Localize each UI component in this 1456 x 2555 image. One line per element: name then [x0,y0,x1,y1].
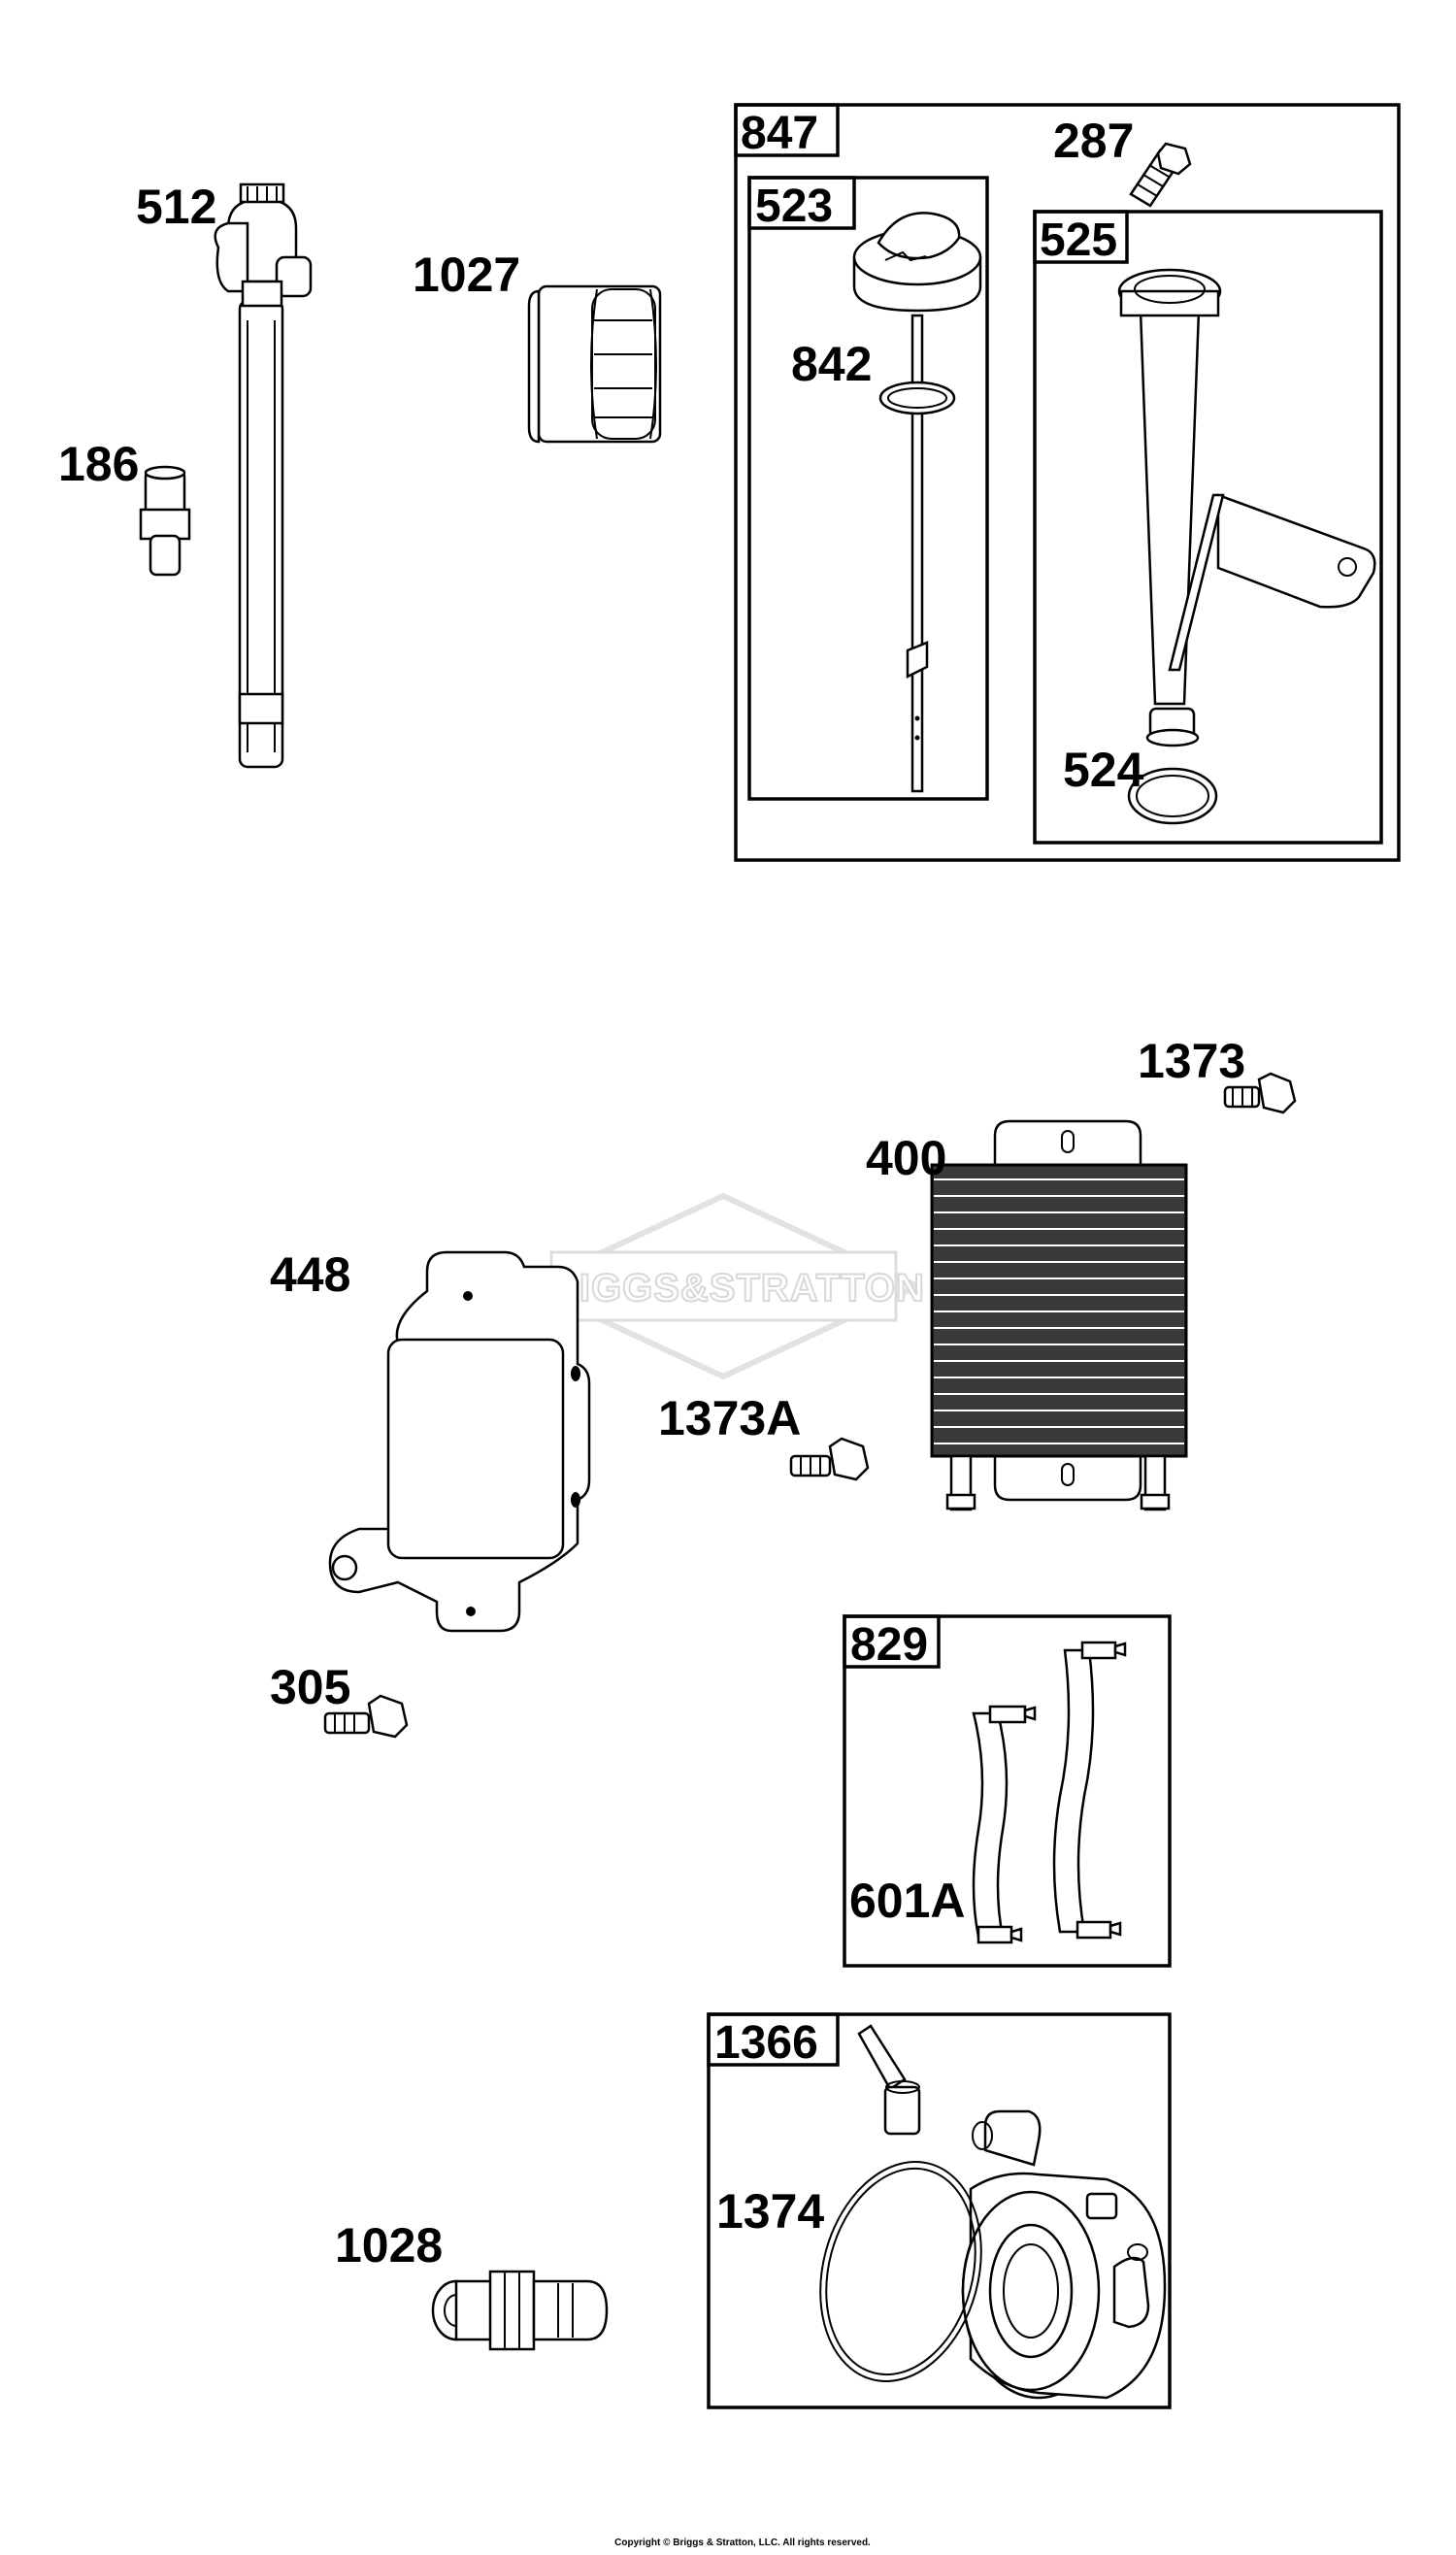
label-601A: 601A [849,1874,966,1928]
label-524: 524 [1063,743,1144,797]
label-186: 186 [58,437,139,491]
part-523-dipstick-cap [852,212,982,313]
part-512-dipstick-tube [214,182,313,769]
part-1374-o-ring [819,2161,982,2382]
part-1366-adapter [961,2109,1167,2400]
part-186-fitting [139,465,191,577]
label-287: 287 [1053,114,1134,168]
label-1027: 1027 [413,248,520,302]
part-400-oil-cooler [930,1119,1188,1511]
part-dipstick-rod [906,314,929,793]
label-829: 829 [850,1619,928,1671]
label-842: 842 [791,337,872,391]
label-525: 525 [1040,215,1117,266]
part-1027-oil-filter [527,284,662,444]
label-512: 512 [136,180,216,234]
label-448: 448 [270,1247,350,1302]
part-1373A-bolt [789,1437,870,1481]
part-842-o-ring [878,381,956,415]
part-1373-bolt [1223,1072,1297,1114]
part-524-seal [1127,767,1218,825]
part-1028-fitting [431,2270,609,2351]
watermark-text: BRIGGS&STRATTON [521,1267,925,1310]
label-523: 523 [755,181,833,232]
kit-847-frame: 847 523 525 [734,103,1401,862]
copyright-text: Copyright © Briggs & Stratton, LLC. All … [614,2538,871,2548]
label-1373A: 1373A [658,1391,801,1445]
part-525-oil-fill-tube [1117,268,1376,747]
label-847: 847 [741,108,818,159]
part-287-screw [1129,142,1192,208]
kit-829-frame: 829 [843,1614,1172,1968]
label-305: 305 [270,1660,350,1714]
part-601A-hoses [972,1641,1127,1944]
label-1366: 1366 [714,2017,818,2069]
label-400: 400 [866,1131,946,1185]
watermark: BRIGGS&STRATTON [520,1192,925,1380]
label-1028: 1028 [335,2218,443,2273]
part-305-bolt [323,1694,409,1739]
part-elbow-fitting [857,2024,921,2136]
kit-1366-frame: 1366 [707,2012,1172,2409]
label-1374: 1374 [716,2184,824,2239]
label-1373: 1373 [1138,1034,1245,1088]
part-448-gasket [328,1250,591,1633]
